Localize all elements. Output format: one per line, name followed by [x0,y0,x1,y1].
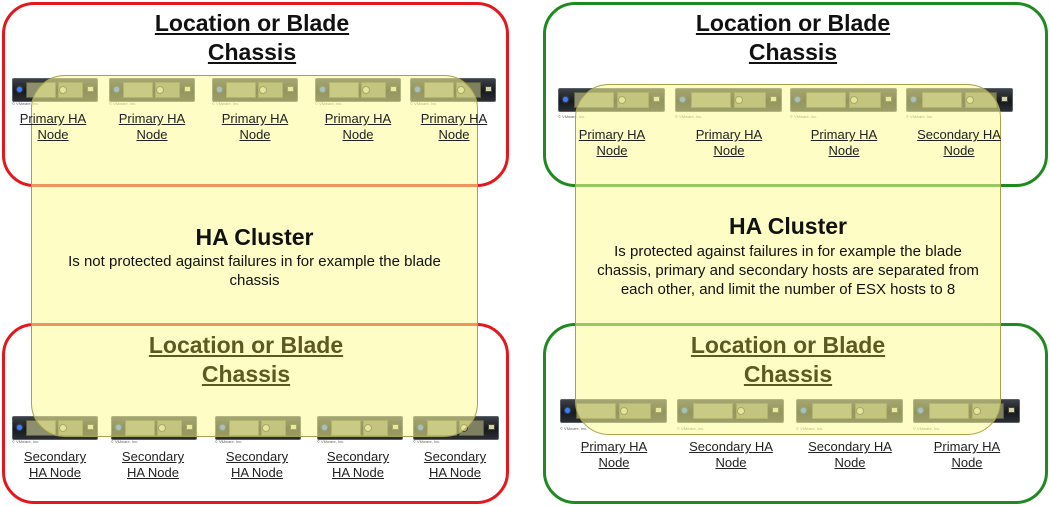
server-copyright: © VMware, Inc. [317,439,345,444]
left-ha-cluster-description: Is not protected against failures in for… [68,253,441,289]
server-copyright: © VMware, Inc. [215,439,243,444]
right-ha-cluster-description: Is protected against failures in for exa… [597,243,979,298]
server-copyright: © VMware, Inc. [413,439,441,444]
server-copyright: © VMware, Inc. [12,101,40,106]
server-copyright: © VMware, Inc. [111,439,139,444]
right-ha-cluster-region [575,84,1001,435]
server-copyright: © VMware, Inc. [560,426,588,431]
left-ha-cluster-region [31,75,478,437]
server-copyright: © VMware, Inc. [12,439,40,444]
right-ha-cluster-title: HA Cluster [729,213,847,239]
left-ha-cluster-title: HA Cluster [195,224,314,250]
server-copyright: © VMware, Inc. [558,114,586,119]
